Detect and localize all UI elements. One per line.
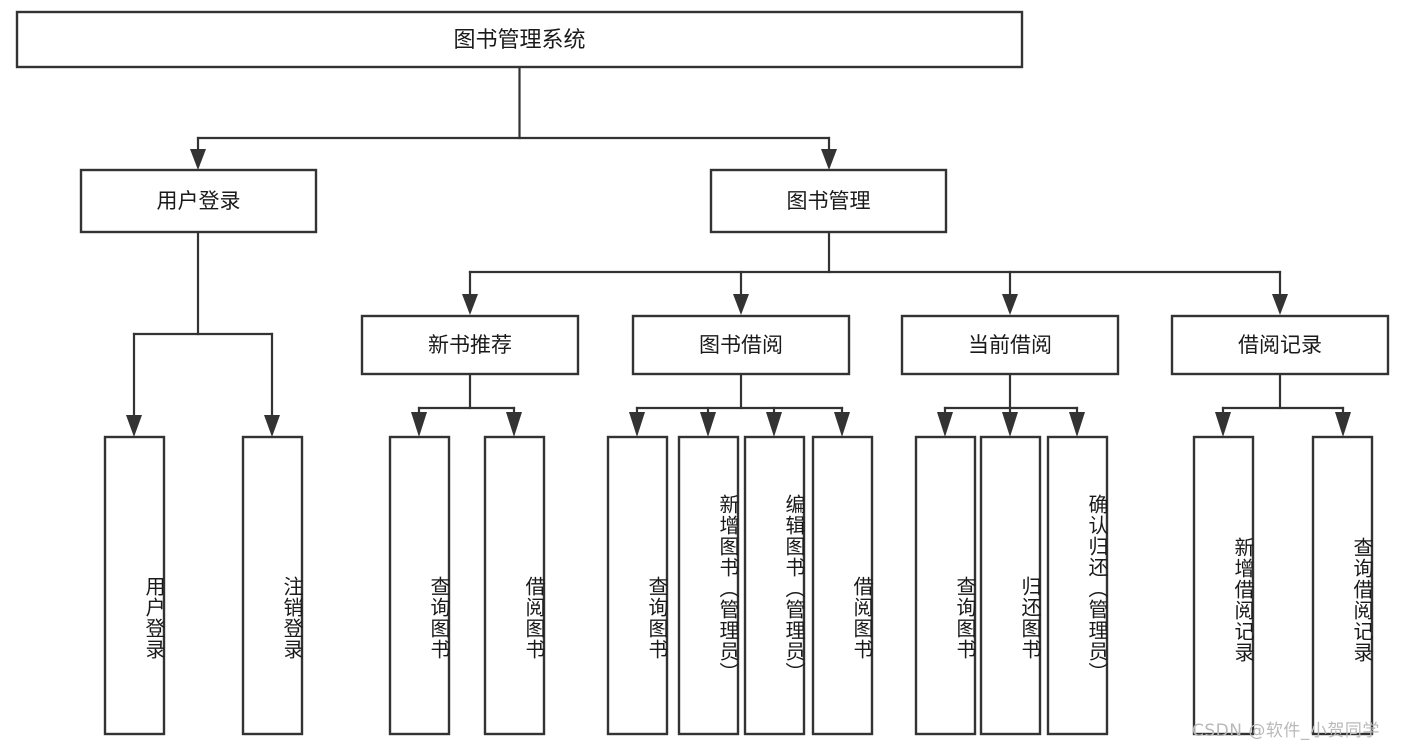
node-new-book-recommend[interactable]: 新书推荐 <box>360 314 580 376</box>
node-book-borrow[interactable]: 图书借阅 <box>631 314 851 376</box>
leaf-box[interactable] <box>677 435 740 736</box>
csdn-watermark: CSDN @软件_小贺同学 <box>1192 721 1380 741</box>
node-user-login[interactable]: 用户登录 <box>79 168 318 234</box>
connector-userlogin-to-leaves <box>126 230 280 437</box>
connector-borrow-to-leaves <box>629 372 850 437</box>
connector-bookmgmt-to-level3 <box>462 230 1288 315</box>
leaf-box[interactable] <box>1192 435 1255 736</box>
node-new-book-recommend-label: 新书推荐 <box>428 333 512 357</box>
leaf-box[interactable] <box>388 435 451 736</box>
leaf-box[interactable] <box>241 435 304 736</box>
connector-newbook-to-leaves <box>411 372 522 437</box>
connector-current-to-leaves <box>937 372 1085 437</box>
leaf-box[interactable] <box>979 435 1042 736</box>
leaf-box[interactable] <box>103 435 166 736</box>
leaf-box[interactable] <box>606 435 669 736</box>
node-root-label: 图书管理系统 <box>453 28 585 53</box>
connector-root-to-level2 <box>190 65 837 170</box>
node-current-borrow[interactable]: 当前借阅 <box>900 314 1120 376</box>
leaf-box[interactable] <box>483 435 546 736</box>
node-book-management-label: 图书管理 <box>787 189 871 213</box>
node-book-management[interactable]: 图书管理 <box>709 168 948 234</box>
leaf-box[interactable] <box>914 435 977 736</box>
leaf-boxes <box>103 435 1374 736</box>
leaf-box[interactable] <box>811 435 874 736</box>
node-borrow-record-label: 借阅记录 <box>1238 333 1322 357</box>
node-user-login-label: 用户登录 <box>157 189 241 213</box>
node-root[interactable]: 图书管理系统 <box>15 10 1024 69</box>
node-borrow-record[interactable]: 借阅记录 <box>1170 314 1390 376</box>
leaf-box[interactable] <box>743 435 806 736</box>
connector-record-to-leaves <box>1215 372 1351 437</box>
leaf-box[interactable] <box>1046 435 1109 736</box>
node-book-borrow-label: 图书借阅 <box>699 333 783 357</box>
leaf-box[interactable] <box>1311 435 1374 736</box>
node-current-borrow-label: 当前借阅 <box>968 333 1052 357</box>
